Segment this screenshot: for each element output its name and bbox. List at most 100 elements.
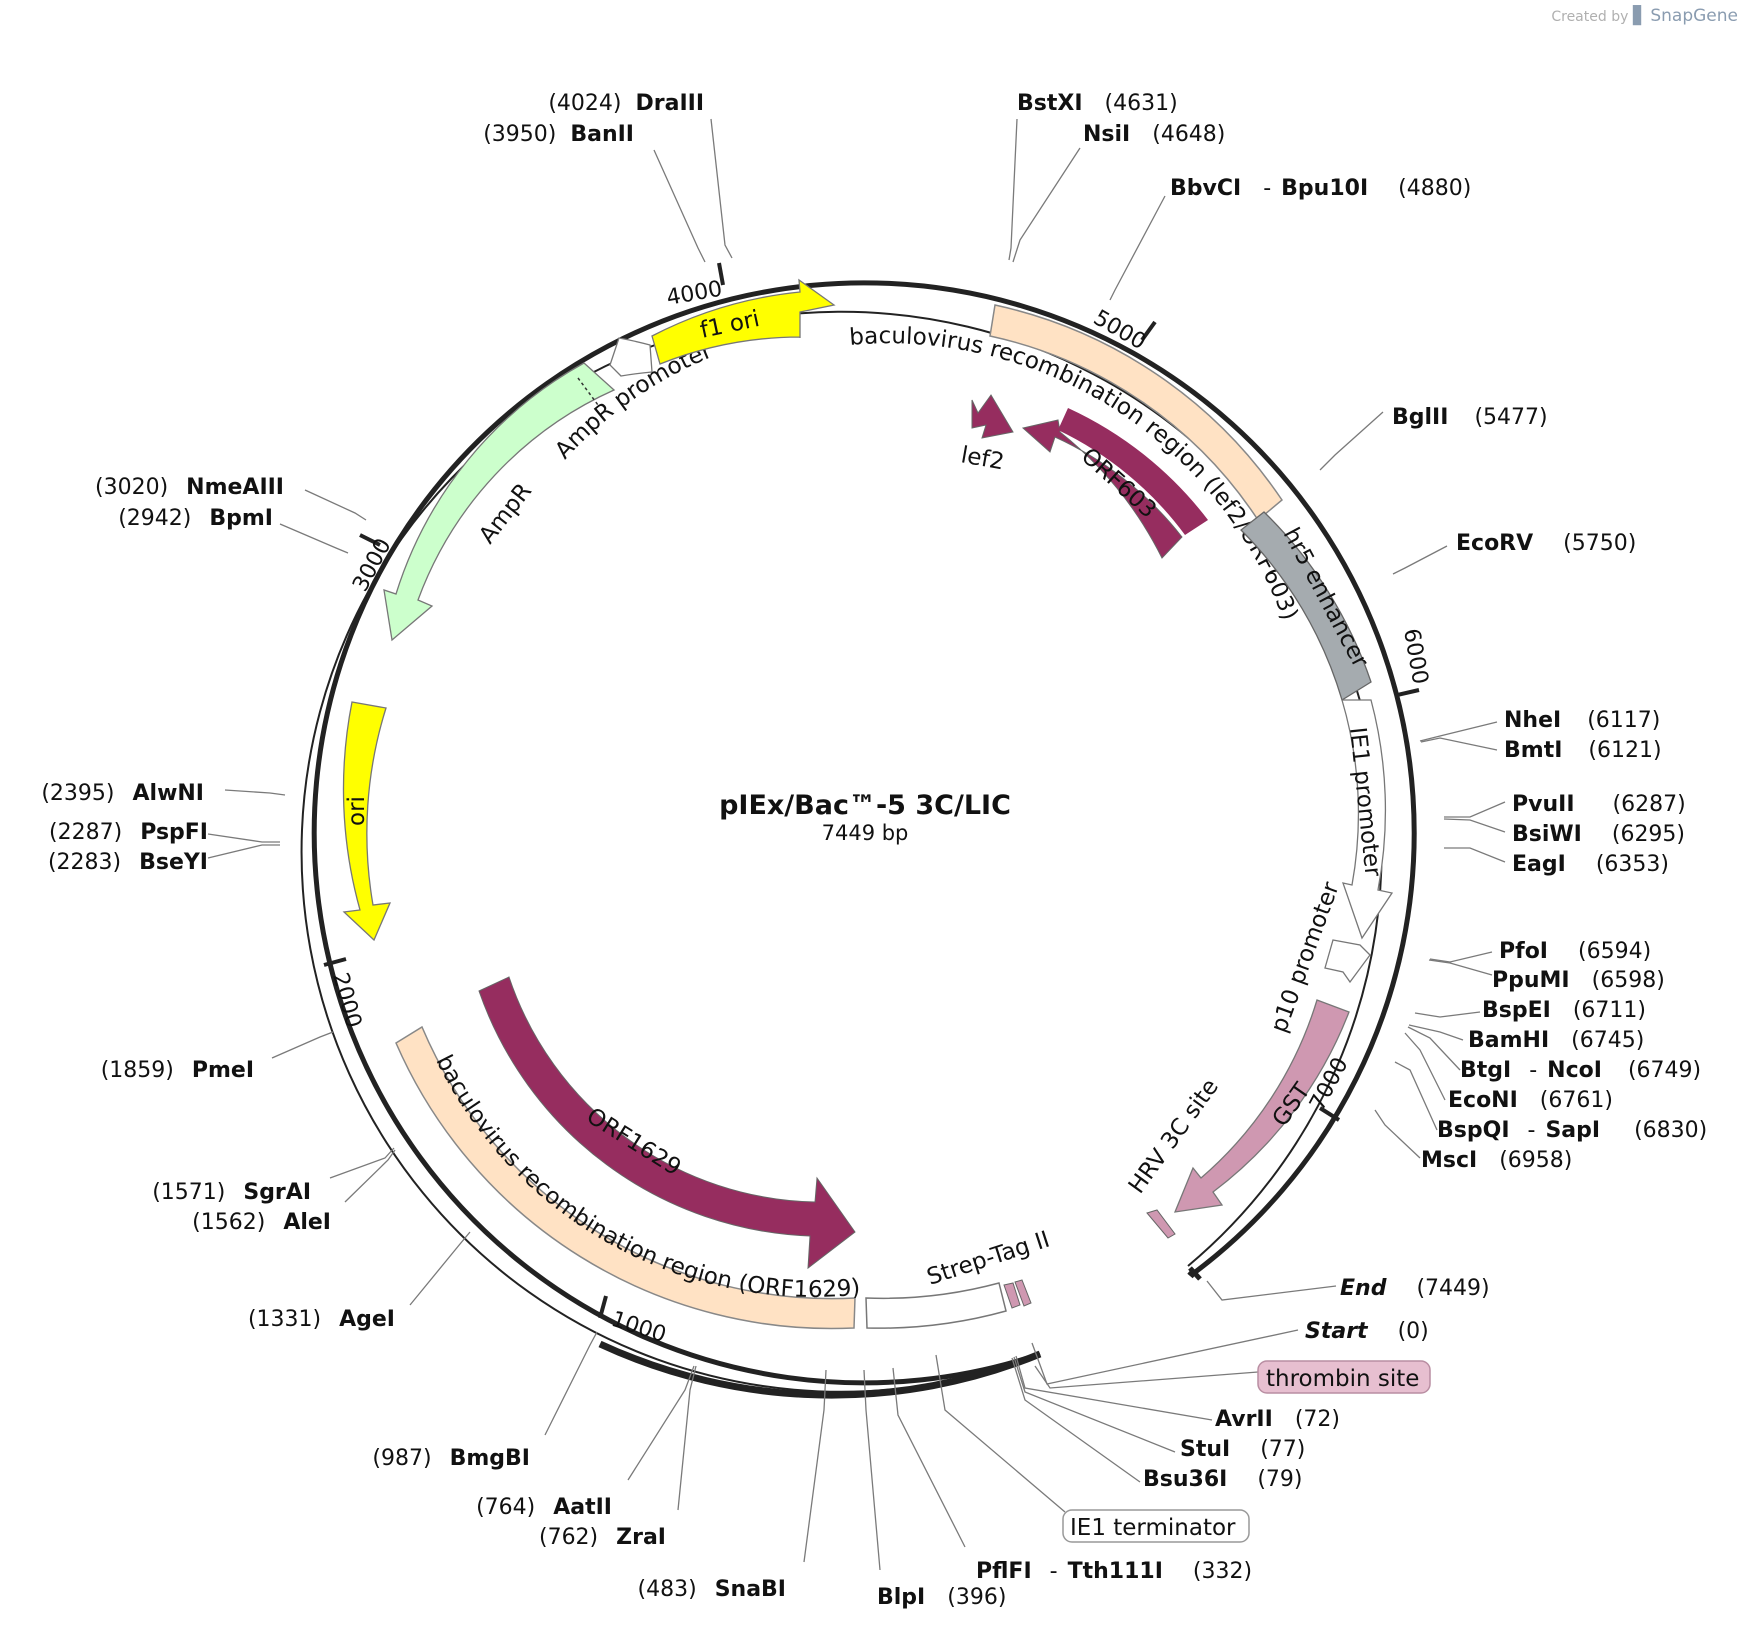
- site-label-end[interactable]: End(7449): [1340, 1276, 1490, 1301]
- site-label-bspqi[interactable]: BspQI-SapI(6830): [1437, 1118, 1707, 1143]
- leader-bamhi: [1408, 1024, 1464, 1041]
- site-enzyme-bmti: BmtI: [1504, 738, 1562, 763]
- feature-ampr-promoter-arrow[interactable]: [609, 337, 653, 377]
- site-enzyme-pfoi: PfoI: [1499, 939, 1548, 964]
- leader-btgi: [1407, 1026, 1461, 1071]
- site-pos-ppumi: (6598): [1592, 968, 1665, 993]
- site-pos-bmti: (6121): [1588, 738, 1661, 763]
- site-label-pvuii[interactable]: PvuII(6287): [1512, 792, 1686, 817]
- feature-orf603-arrow[interactable]: [1021, 419, 1183, 559]
- feature-baculo-region-orf1629[interactable]: [395, 1025, 856, 1330]
- site-label-pflfi[interactable]: PflFI-Tth111I(332): [976, 1559, 1252, 1584]
- site-label-avrii[interactable]: AvrII(72): [1215, 1407, 1340, 1432]
- snapgene-credit: Created by ▋ SnapGene: [1551, 6, 1738, 26]
- site-pos-bamhi: (6745): [1571, 1028, 1644, 1053]
- feature-label-thrombin-site[interactable]: thrombin site: [1257, 1360, 1431, 1394]
- site-label-eagi[interactable]: EagI(6353): [1512, 852, 1669, 877]
- leader-nsii: [1012, 147, 1081, 263]
- label-strep-tag-ii: Strep-Tag II: [924, 1227, 1053, 1291]
- site-sep-btgi: -: [1529, 1058, 1537, 1083]
- feature-ie1-terminator[interactable]: [865, 1282, 1007, 1329]
- feature-orf603-body: [1058, 408, 1208, 535]
- site-label-alei[interactable]: (1562)AleI: [192, 1210, 331, 1235]
- site-pos-ecorv: (5750): [1563, 531, 1636, 556]
- feature-gst-arrow[interactable]: [1173, 999, 1350, 1213]
- label-lef2: lef2: [959, 442, 1006, 475]
- tick-2000: [323, 957, 347, 967]
- site-label-bsiwi[interactable]: BsiWI(6295): [1512, 822, 1685, 847]
- ie1-terminator-box: [1062, 1509, 1250, 1543]
- site-label-econi[interactable]: EcoNI(6761): [1448, 1088, 1613, 1113]
- feature-ori-arrow[interactable]: [342, 701, 392, 942]
- site-label-bbvci[interactable]: BbvCI-Bpu10I(4880): [1170, 176, 1471, 201]
- leader-bmti: [1420, 737, 1498, 751]
- site-label-bstxi[interactable]: BstXI(4631): [1017, 91, 1178, 116]
- site-label-stui[interactable]: StuI(77): [1180, 1437, 1305, 1462]
- leader-pspfi: [207, 833, 280, 843]
- label-ampr: AmpR: [474, 479, 537, 549]
- site-label-pspfi[interactable]: (2287)PspFI: [49, 820, 208, 845]
- site-enzyme-btgi: BtgI: [1460, 1058, 1511, 1083]
- site-label-bglii[interactable]: BglII(5477): [1392, 405, 1548, 430]
- site-label-banii[interactable]: (3950)BanII: [483, 122, 634, 147]
- site-label-bmgbi[interactable]: (987) BmgBI: [372, 1446, 530, 1471]
- site-enzyme-eagi: EagI: [1512, 852, 1566, 877]
- site-enzyme-draiii: DraIII: [635, 91, 704, 116]
- site-label-pfoi[interactable]: PfoI (6594): [1499, 939, 1651, 964]
- site-pos-stui: (77): [1260, 1437, 1305, 1462]
- site-enzyme-bspqi: BspQI: [1437, 1118, 1510, 1143]
- site-pos-pfoi: (6594): [1578, 939, 1651, 964]
- site-enzyme-agei: AgeI: [339, 1307, 395, 1332]
- leader-pfoi: [1429, 951, 1493, 963]
- site-label-ecorv[interactable]: EcoRV(5750): [1456, 531, 1636, 556]
- feature-orf1629-arrow[interactable]: [478, 976, 856, 1270]
- site-label-nmeaiii[interactable]: (3020)NmeAIII: [95, 475, 284, 500]
- site-pos-bpmi: (2942): [118, 506, 191, 531]
- site-label-start[interactable]: Start(0): [1305, 1319, 1429, 1344]
- leader-eagi: [1444, 847, 1506, 863]
- feature-ie1-promoter-arrow[interactable]: [1341, 699, 1394, 940]
- site-pos-bmgbi: (987): [372, 1446, 431, 1471]
- site-label-blpi[interactable]: BlpI(396): [877, 1585, 1006, 1610]
- site-label-ppumi[interactable]: PpuMI(6598): [1492, 968, 1665, 993]
- feature-p10-promoter-arrow[interactable]: [1324, 939, 1371, 984]
- site-pos-bseyi: (2283): [48, 850, 121, 875]
- site-pos-bspqi: (6830): [1634, 1118, 1707, 1143]
- site-label-agei[interactable]: (1331)AgeI: [248, 1307, 395, 1332]
- feature-ampr-arrow[interactable]: [383, 362, 616, 642]
- leader-msci: [1374, 1109, 1421, 1159]
- feature-f1-ori-arrow[interactable]: [651, 278, 836, 365]
- site-label-bspei[interactable]: BspEI(6711): [1482, 998, 1646, 1023]
- feature-strep-tag-ii-arrow[interactable]: [1003, 1279, 1032, 1309]
- site-pos-aatii: (764): [476, 1495, 535, 1520]
- site-enzyme2-ncoi: NcoI: [1547, 1058, 1602, 1083]
- site-label-msci[interactable]: MscI(6958): [1421, 1148, 1572, 1173]
- site-label-sgrai[interactable]: (1571)SgrAI: [152, 1180, 311, 1205]
- site-label-aatii[interactable]: (764)AatII: [476, 1495, 612, 1520]
- feature-label-ie1-terminator[interactable]: IE1 terminator: [1062, 1509, 1250, 1543]
- leader-aatii: [627, 1365, 695, 1481]
- site-label-zrai[interactable]: (762)ZraI: [539, 1525, 666, 1550]
- site-label-snabi[interactable]: (483)SnaBI: [638, 1577, 786, 1602]
- feature-hrv-3c-site-arrow[interactable]: [1146, 1209, 1176, 1239]
- leader-sgrai: [329, 1147, 395, 1179]
- site-pos-banii: (3950): [483, 122, 556, 147]
- site-enzyme-pspfi: PspFI: [140, 820, 208, 845]
- feature-lef2-arrow[interactable]: [971, 394, 1014, 439]
- site-label-nsii[interactable]: NsiI(4648): [1083, 122, 1225, 147]
- site-label-bseyi[interactable]: (2283)BseYI: [48, 850, 208, 875]
- site-label-draiii[interactable]: (4024)DraIII: [548, 91, 704, 116]
- site-label-pmei[interactable]: (1859)PmeI: [101, 1058, 254, 1083]
- site-label-bpmi[interactable]: (2942)BpmI: [118, 506, 273, 531]
- site-pos-bsiwi: (6295): [1612, 822, 1685, 847]
- site-label-btgi[interactable]: BtgI-NcoI(6749): [1460, 1058, 1701, 1083]
- tick-7000: [1318, 1106, 1341, 1122]
- site-enzyme-bmgbi: BmgBI: [450, 1446, 530, 1471]
- site-label-bsu36i[interactable]: Bsu36I(79): [1143, 1467, 1303, 1492]
- site-label-bamhi[interactable]: BamHI(6745): [1468, 1028, 1644, 1053]
- site-sep-pflfi: -: [1050, 1559, 1058, 1584]
- site-label-nhei[interactable]: NheI(6117): [1504, 708, 1660, 733]
- credit-prefix: Created by: [1551, 9, 1629, 25]
- site-label-alwni[interactable]: (2395)AlwNI: [41, 781, 204, 806]
- site-label-bmti[interactable]: BmtI (6121): [1504, 738, 1662, 763]
